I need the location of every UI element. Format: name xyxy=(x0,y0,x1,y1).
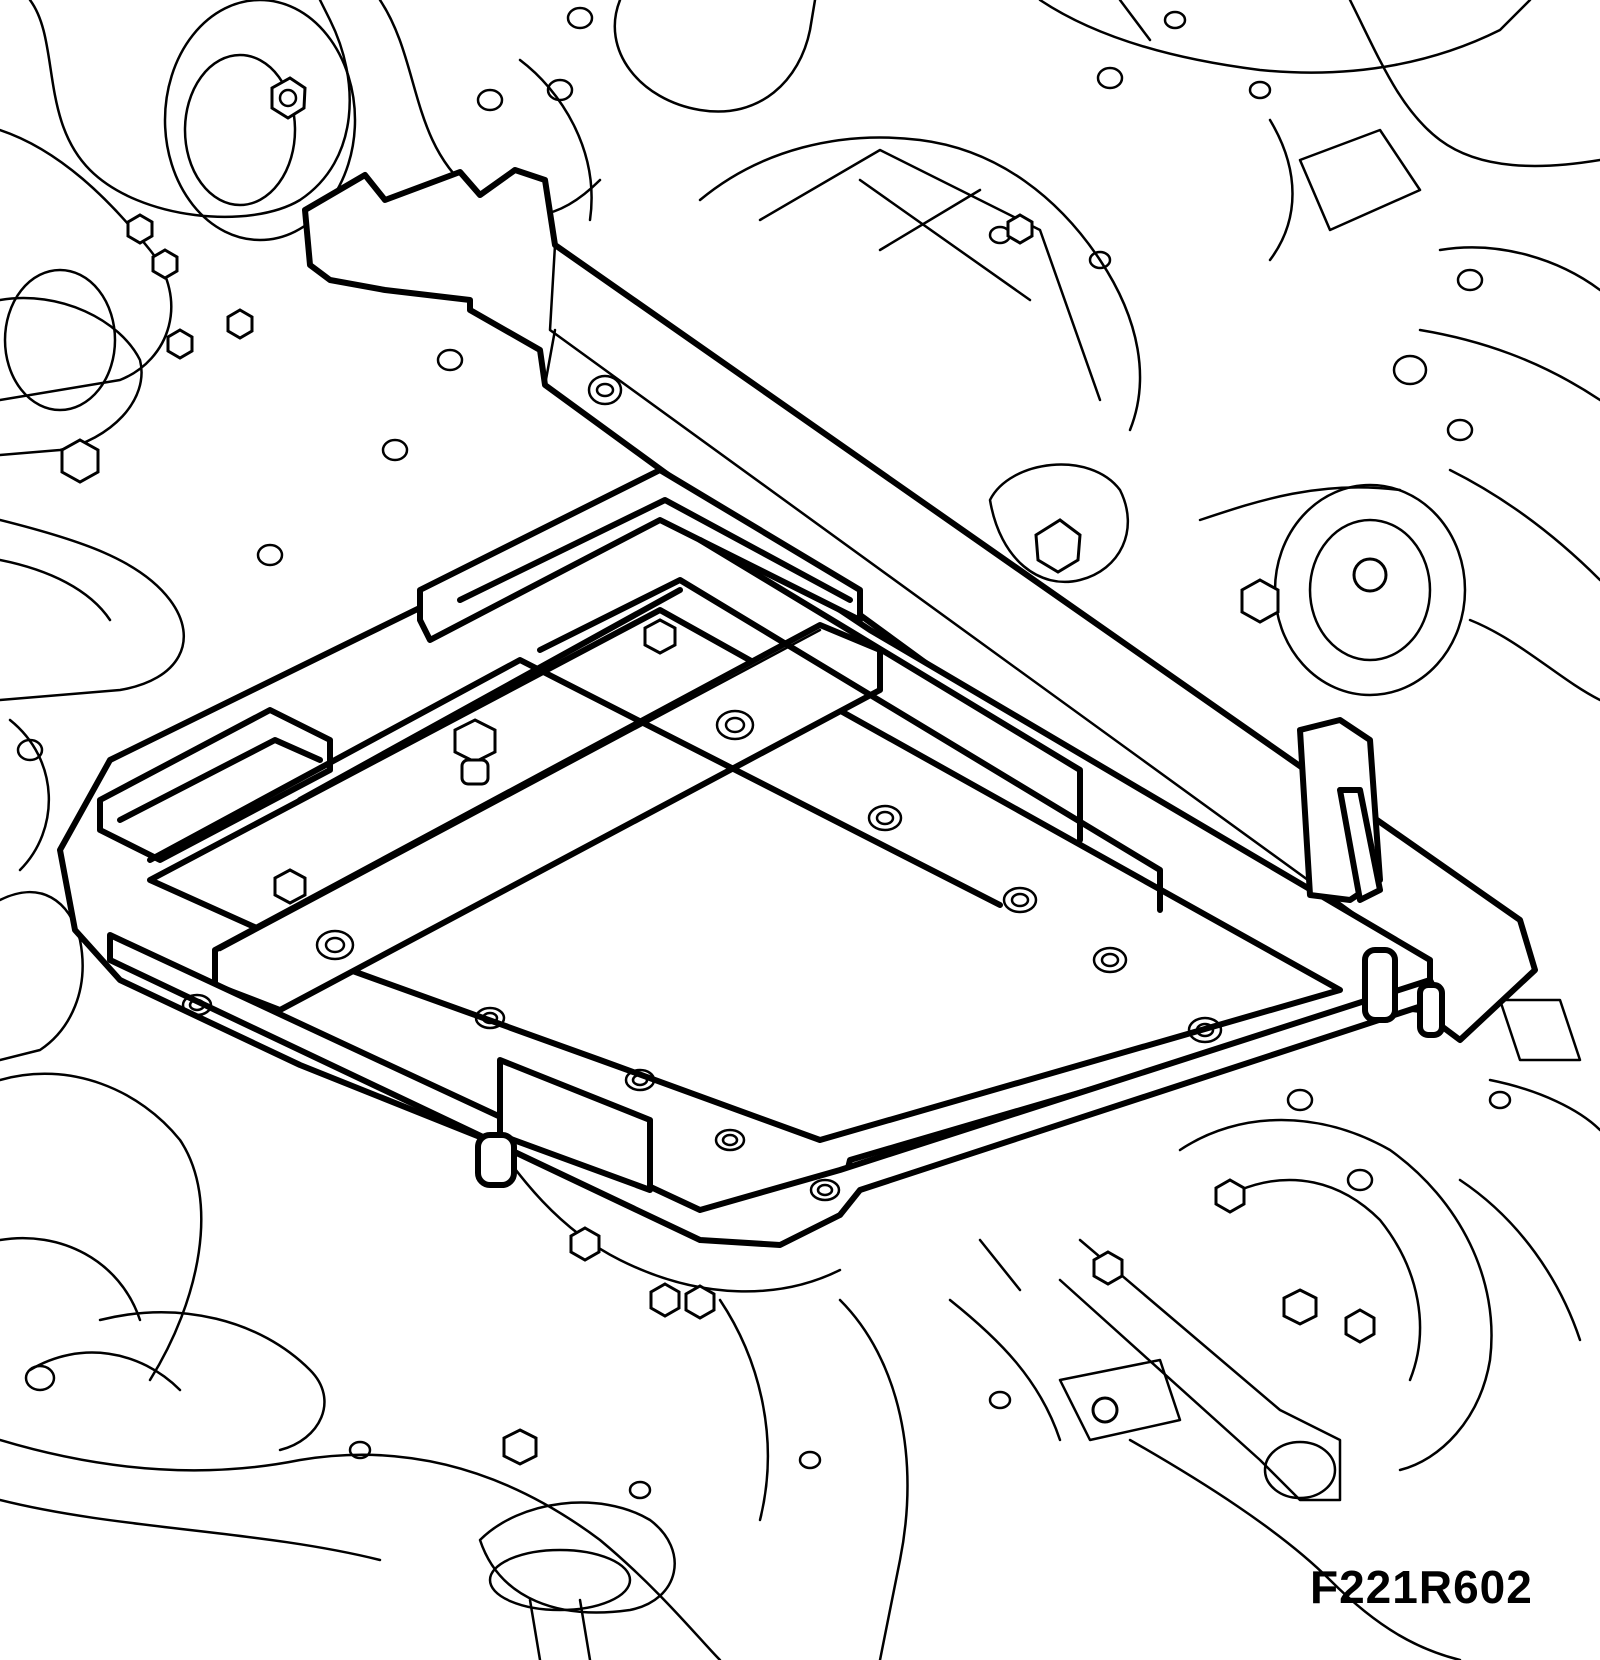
washer xyxy=(1092,946,1128,974)
washer xyxy=(624,1068,656,1092)
washer xyxy=(1002,886,1038,914)
washer xyxy=(181,993,213,1017)
washer xyxy=(474,1006,506,1030)
washer xyxy=(714,1128,746,1152)
washer xyxy=(315,929,355,961)
washer xyxy=(715,709,755,741)
left-channel-block xyxy=(97,707,333,863)
figure-id-label: F221R602 xyxy=(1310,1561,1533,1613)
lower-bracket xyxy=(497,1057,653,1193)
support-fixture xyxy=(57,167,1538,1248)
bolt xyxy=(643,618,677,655)
background-bolts xyxy=(60,76,1376,1466)
washer xyxy=(809,1178,841,1202)
fixture-fasteners xyxy=(181,618,1223,1202)
bolt xyxy=(453,718,497,786)
washer xyxy=(1187,1016,1223,1044)
washer xyxy=(867,804,903,832)
bolt xyxy=(273,868,307,905)
